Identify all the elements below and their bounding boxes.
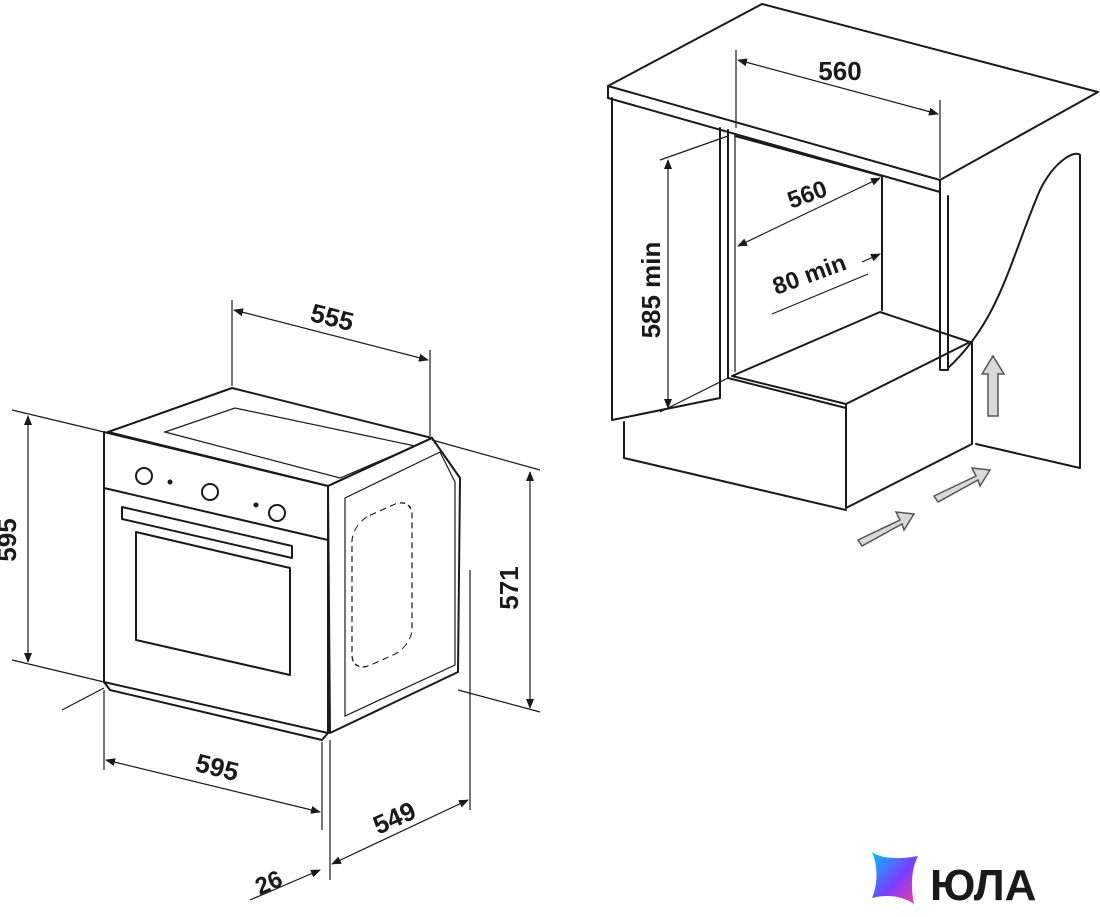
logo-text: ЮЛА [930,861,1036,910]
airflow-arrow-icon [856,511,916,547]
knob-icon [201,483,219,501]
airflow-arrow-icon [932,467,992,503]
oven-door-window [135,531,291,676]
knob-icon [135,467,153,485]
cabinet-left-panel [611,97,721,421]
dim-oven-height-left: 595 [0,518,22,561]
cabinet-shelf [731,311,971,405]
oven-door-handle [121,506,293,559]
dim-oven-door: 26 [251,865,286,901]
dim-oven-depth: 549 [368,795,420,840]
dim-oven-width-bottom: 595 [192,747,241,787]
oven-drawing: 555 595 571 595 549 26 [0,297,541,901]
yula-logo: ЮЛА [872,852,1036,910]
dim-cabinet-inner-width: 560 [784,175,831,214]
logo-star-icon [872,852,918,904]
countertop [607,3,1099,181]
dim-cabinet-vent: 80 min [769,249,850,300]
cabinet-drawing: 560 560 80 min 585 min [607,3,1099,547]
oven-side-vent [351,502,413,668]
dim-oven-height-right: 571 [494,566,524,609]
oven-side-panel [327,437,461,734]
dim-cabinet-top-width: 560 [818,56,861,86]
knob-icon [268,504,286,522]
oven-front-face [103,431,329,734]
airflow-arrow-icon [980,354,1006,417]
dim-cabinet-height: 585 min [636,242,666,339]
